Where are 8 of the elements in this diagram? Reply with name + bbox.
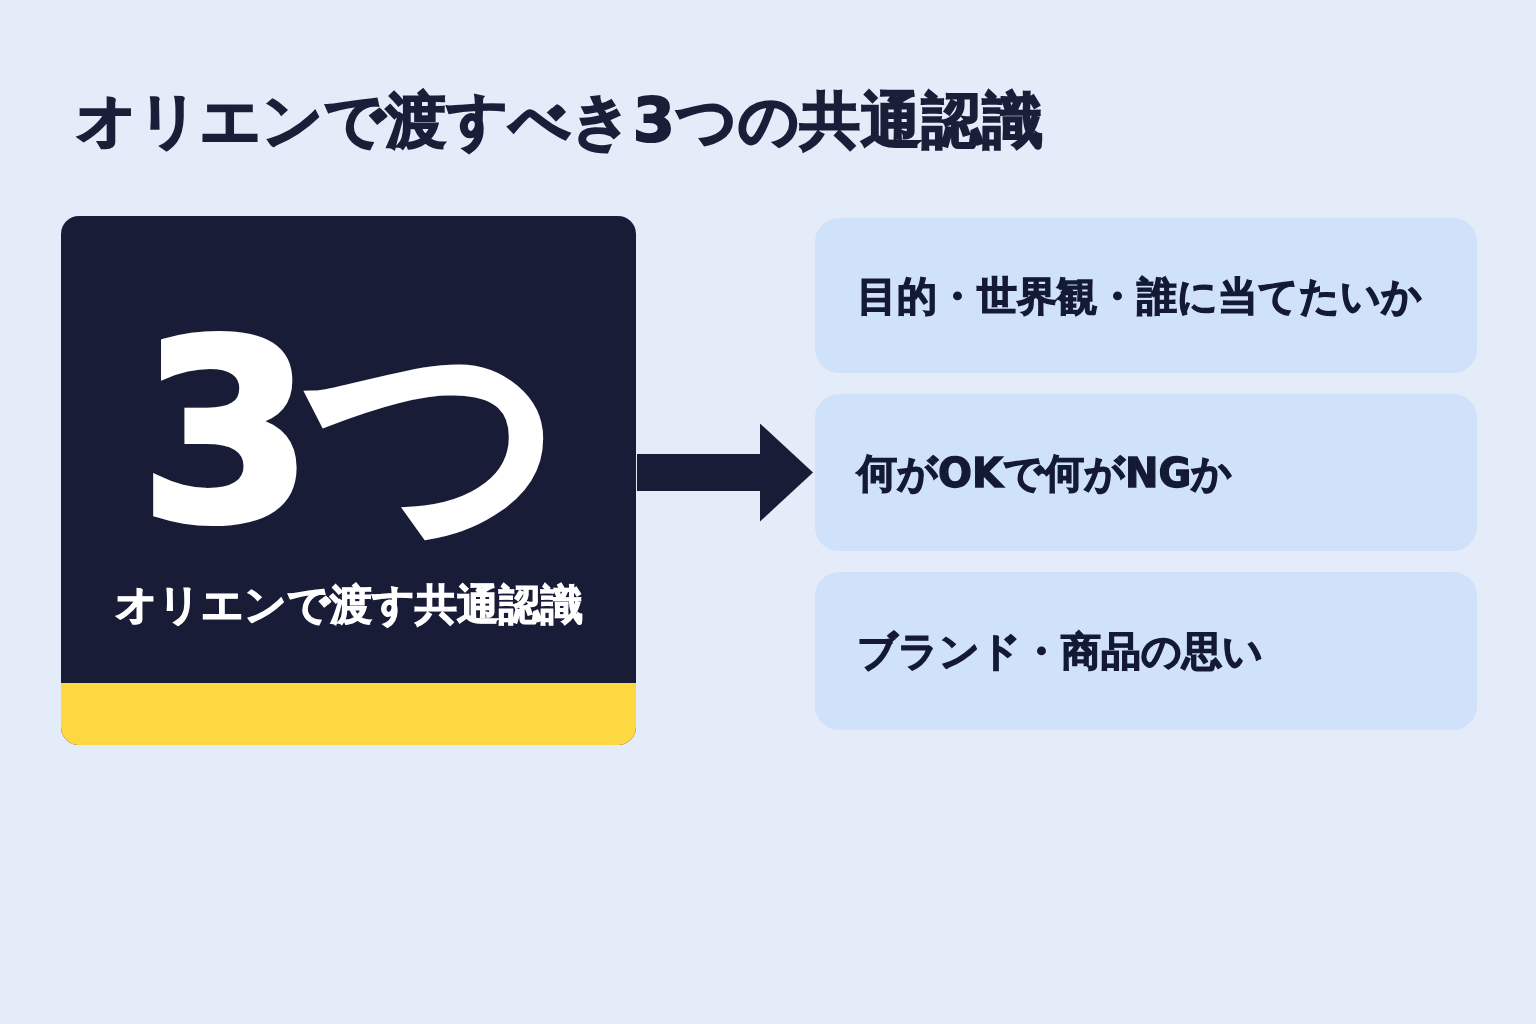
item-text: 何がOKで何がNGか [857,448,1233,497]
item-text: 目的・世界観・誰に当てたいか [857,271,1422,320]
arrow [637,423,813,522]
item-text: ブランド・商品の思い [857,627,1263,675]
page-title: オリエンで渡すべき3つの共通認識 [76,84,1044,156]
summary-card [61,216,636,745]
subtitle-text: オリエンで渡す共通認識 [113,580,584,631]
headline-text: 3つ [138,308,559,558]
